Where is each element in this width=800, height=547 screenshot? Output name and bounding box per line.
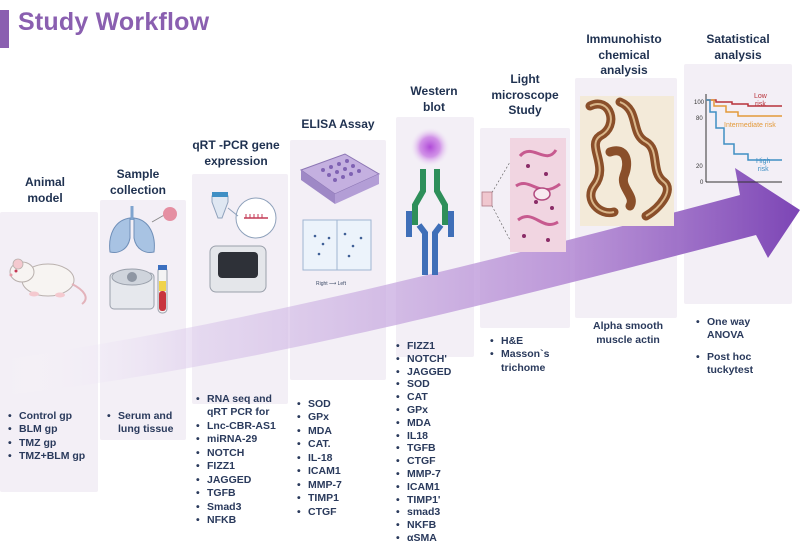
stage-title-ihc: Immunohisto chemical analysis	[586, 32, 662, 78]
list-item: IL-18	[297, 452, 342, 466]
low-risk-label: Low risk	[754, 93, 767, 108]
stage-title-sample-collection: Sample collection	[109, 167, 166, 197]
list-item: CTGF	[297, 506, 342, 520]
list-item: NOTCH'	[396, 353, 451, 366]
stage-title-animal-model: Animal model	[24, 175, 65, 205]
page-title: Study Workflow	[18, 8, 210, 36]
list-item: GPx	[396, 404, 451, 417]
list-item: Smad3	[196, 501, 276, 515]
list-item: TGFB	[196, 487, 276, 501]
intermediate-risk-line	[706, 99, 782, 117]
ihc-tissue-icon	[580, 96, 674, 226]
list-item: NOTCH	[196, 447, 276, 461]
list-item: TMZ+BLM gp	[8, 450, 85, 464]
stage-title-light-microscope: Light microscope Study	[491, 72, 559, 118]
stage-title-statistics: Satatistical analysis	[706, 32, 770, 62]
intermediate-risk-label: Intermediate risk	[724, 122, 776, 129]
list-item: miRNA-29	[196, 433, 276, 447]
stage-title-elisa: ELISA Assay	[301, 117, 375, 131]
qrt-pcr-list: RNA seq and qRT PCR for Lnc-CBR-AS1 miRN…	[196, 393, 276, 528]
elisa-axis-label: Right ⟶ Left	[316, 281, 346, 287]
list-item: MMP-7	[297, 479, 342, 493]
title-accent-bar	[0, 10, 9, 48]
histology-slide-icon	[481, 138, 566, 252]
list-item: Serum and lung tissue	[107, 410, 173, 437]
list-item: CTGF	[396, 455, 451, 468]
statistics-list: One way ANOVA Post hoc tuckytest	[696, 316, 753, 378]
list-item: CAT.	[297, 438, 342, 452]
high-risk-line	[706, 99, 782, 161]
list-item: NFKB	[196, 514, 276, 528]
y-tick-label: 100	[694, 100, 705, 106]
list-item: TMZ gp	[8, 437, 85, 451]
stage-title-qrt-pcr: qRT -PCR gene expression	[192, 138, 280, 168]
y-tick-label: 0	[700, 180, 704, 186]
low-risk-line	[706, 99, 782, 107]
list-item: SOD	[396, 378, 451, 391]
list-item: TIMP1'	[396, 494, 451, 507]
list-item: TGFB	[396, 442, 451, 455]
list-item: ICAM1	[297, 465, 342, 479]
antibody-icon	[406, 127, 454, 275]
list-item: Lnc-CBR-AS1	[196, 420, 276, 434]
list-item: αSMA	[396, 532, 451, 545]
list-item: IL18	[396, 430, 451, 443]
list-item: FIZZ1	[396, 340, 451, 353]
pcr-machine-icon	[209, 192, 277, 293]
list-item: H&E	[490, 335, 549, 349]
list-item: MDA	[297, 425, 342, 439]
list-item: SOD	[297, 398, 342, 412]
western-blot-list: FIZZ1 NOTCH' JAGGED SOD CAT GPx MDA IL18…	[396, 340, 451, 545]
list-item: CAT	[396, 391, 451, 404]
elisa-list: SOD GPx MDA CAT. IL-18 ICAM1 MMP-7 TIMP1…	[297, 398, 342, 519]
lungs-icon	[109, 206, 177, 253]
y-tick-label: 20	[696, 164, 703, 170]
list-item: Masson`s trichome	[490, 348, 549, 375]
list-item: JAGGED	[196, 474, 276, 488]
list-item: smad3	[396, 506, 451, 519]
survival-chart: 100 80 20 0	[694, 94, 782, 186]
y-tick-label: 80	[696, 116, 703, 122]
list-item: Post hoc tuckytest	[696, 351, 753, 378]
list-item: BLM gp	[8, 423, 85, 437]
high-risk-label: High risk	[756, 158, 771, 173]
elisa-plate-icon	[299, 153, 381, 271]
list-item: NKFB	[396, 519, 451, 532]
list-item: TIMP1	[297, 492, 342, 506]
list-item: MMP-7	[396, 468, 451, 481]
list-item: JAGGED	[396, 366, 451, 379]
stage-title-western-blot: Western blot	[410, 84, 458, 114]
light-microscope-list: H&E Masson`s trichome	[490, 335, 549, 375]
list-item: MDA	[396, 417, 451, 430]
centrifuge-icon	[109, 265, 168, 314]
list-item: FIZZ1	[196, 460, 276, 474]
ihc-note: Alpha smooth muscle actin	[593, 320, 663, 346]
list-item: RNA seq and qRT PCR for	[196, 393, 276, 420]
list-item: One way ANOVA	[696, 316, 753, 343]
rat-icon	[9, 258, 87, 305]
list-item: Control gp	[8, 410, 85, 424]
list-item: GPx	[297, 411, 342, 425]
list-item: ICAM1	[396, 481, 451, 494]
animal-model-list: Control gp BLM gp TMZ gp TMZ+BLM gp	[8, 410, 85, 464]
sample-collection-list: Serum and lung tissue	[107, 410, 173, 437]
